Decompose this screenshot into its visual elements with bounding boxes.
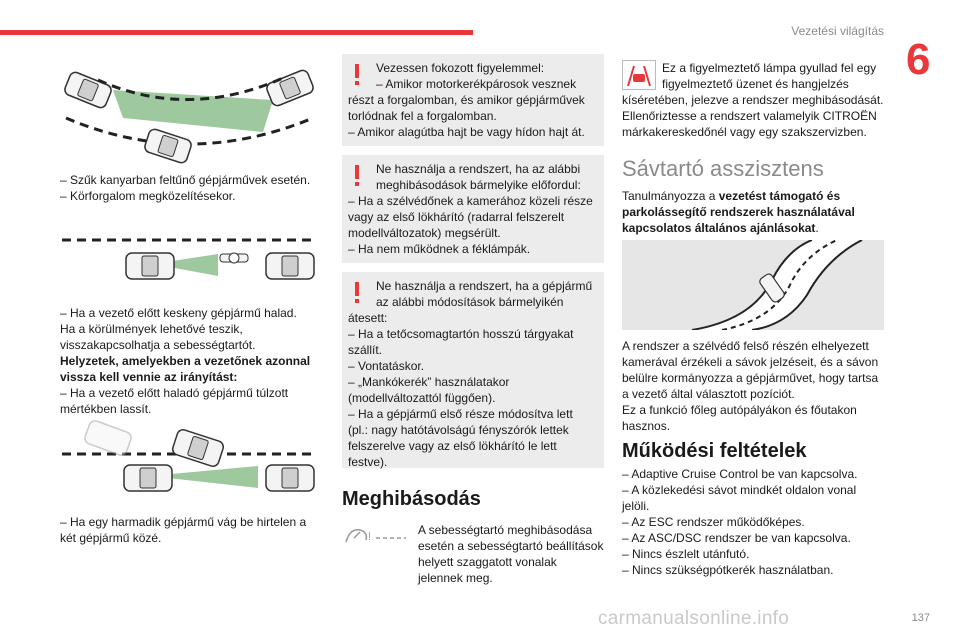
text: – Ha nem működnek a féklámpák.: [348, 242, 531, 256]
lane-intro: Tanulmányozza a vezetést támogató és par…: [622, 188, 884, 236]
text: Vezessen fokozott figyelemmel:: [376, 61, 545, 75]
running-header: Vezetési világítás: [791, 24, 884, 38]
list-item: – A közlekedési sávot mindkét oldalon vo…: [622, 483, 857, 513]
conditions-list: – Adaptive Cruise Control be van kapcsol…: [622, 466, 884, 578]
text: kíséretében, jelezve a rendszer meghibás…: [622, 93, 884, 139]
warning-box-3: Ne használja a rendszert, ha a gépjármű …: [342, 272, 604, 469]
car-front: [265, 252, 315, 280]
narrow-vehicle-illustration: [62, 238, 316, 280]
car-rear: [123, 464, 173, 492]
fault-text: A sebességtartó meghibásodása esetén a s…: [418, 523, 604, 585]
text: .: [815, 221, 819, 235]
top-accent-bar: [0, 30, 473, 35]
car-right: [266, 69, 314, 107]
text-bold: vezetést támogató és parkolássegítő rend…: [622, 189, 855, 235]
exclamation-icon: [355, 282, 359, 303]
lane-assist-heading: Sávtartó asszisztens: [622, 156, 824, 181]
exclamation-icon: [355, 64, 359, 85]
car-bottom: [144, 128, 192, 164]
car-left: [64, 71, 112, 109]
col1-list1: – Szűk kanyarban feltűnő gépjárművek ese…: [60, 172, 322, 204]
text: az alábbi módosítások bármelyikén: [376, 295, 564, 309]
text: meghibásodások bármelyike előfordul:: [376, 178, 581, 192]
warning-box-2: Ne használja a rendszert, ha az alábbi m…: [342, 155, 604, 263]
text: A rendszer a szélvédő felső részén elhel…: [622, 339, 879, 401]
operating-conditions-heading: Működési feltételek: [622, 440, 807, 462]
text: Ne használja a rendszert, ha az alábbi: [376, 162, 581, 176]
cutting-car: [171, 429, 225, 467]
text: – Ha a vezető előtt haladó gépjármű túlz…: [60, 386, 289, 416]
text: Ez a figyelmeztető lámpa gyullad fel egy: [662, 61, 877, 75]
curve-scenario-illustration: [64, 69, 314, 164]
warning-box-1: Vezessen fokozott figyelemmel: – Amikor …: [342, 54, 604, 146]
text: – Ha a szélvédőnek a kamerához közeli ré…: [348, 194, 593, 240]
text: – Ha egy harmadik gépjármű vág be hirtel…: [60, 515, 307, 545]
list-item: – Körforgalom megközelítésekor.: [60, 189, 236, 203]
text: Tanulmányozza a: [622, 189, 719, 203]
svg-text:!: !: [368, 531, 371, 543]
exclamation-icon: [355, 165, 359, 186]
list-item: – Nincs szükségpótkerék használatban.: [622, 563, 834, 577]
text: – Amikor motorkerékpárosok vesznek: [376, 77, 577, 91]
text: figyelmeztető üzenet és hangjelzés: [662, 77, 849, 91]
car-rear: [125, 252, 175, 280]
text: – Ha a vezető előtt keskeny gépjármű hal…: [60, 306, 297, 320]
text: átesett:: [348, 311, 388, 325]
watermark: carmanualsonline.info: [598, 608, 790, 629]
text: Ez a funkció főleg autópályákon és főuta…: [622, 403, 857, 433]
text: – Vontatáskor.: [348, 359, 425, 373]
text: – Ha a tetőcsomagtartón hosszú tárgyakat…: [348, 327, 574, 357]
fault-heading: Meghibásodás: [342, 488, 481, 510]
text: – „Mankókerék” használatakor (modellvált…: [348, 375, 510, 405]
list-item: – Szűk kanyarban feltűnő gépjárművek ese…: [60, 173, 311, 187]
car-top-view: [759, 273, 785, 303]
car-front: [265, 464, 315, 492]
list-item: – Nincs észlelt utánfutó.: [622, 547, 750, 561]
chapter-number: 6: [906, 35, 931, 84]
fault-display-icon: !: [345, 529, 406, 543]
text: – Ha a gépjármű első része módosítva let…: [348, 407, 573, 469]
cut-in-illustration: [62, 420, 316, 492]
text-bold: Helyzetek, amelyekben a vezetőnek azonna…: [60, 354, 311, 384]
lane-description: A rendszer a szélvédő felső részén elhel…: [622, 338, 884, 434]
list-item: – Az ESC rendszer működőképes.: [622, 515, 805, 529]
text: részt a forgalomban, és amikor gépjárműv…: [348, 93, 585, 123]
lane-keeping-illustration: [622, 240, 884, 330]
ghost-car: [84, 420, 132, 456]
list-item: – Az ASC/DSC rendszer be van kapcsolva.: [622, 531, 851, 545]
list-item: – Adaptive Cruise Control be van kapcsol…: [622, 467, 858, 481]
page-number: 137: [911, 612, 930, 624]
text: – Amikor alagútba hajt be vagy hídon haj…: [348, 125, 585, 139]
lane-warning-lamp-icon: [622, 60, 656, 90]
lamp-text: Ez a figyelmeztető lámpa gyullad fel egy…: [622, 60, 884, 140]
motorbike: [219, 252, 249, 264]
text: Ne használja a rendszert, ha a gépjármű: [376, 279, 593, 293]
col1-para3: – Ha egy harmadik gépjármű vág be hirtel…: [60, 514, 322, 546]
col1-para2: – Ha a vezető előtt keskeny gépjármű hal…: [60, 305, 322, 417]
text: Ha a körülmények lehetővé teszik, vissza…: [60, 322, 256, 352]
